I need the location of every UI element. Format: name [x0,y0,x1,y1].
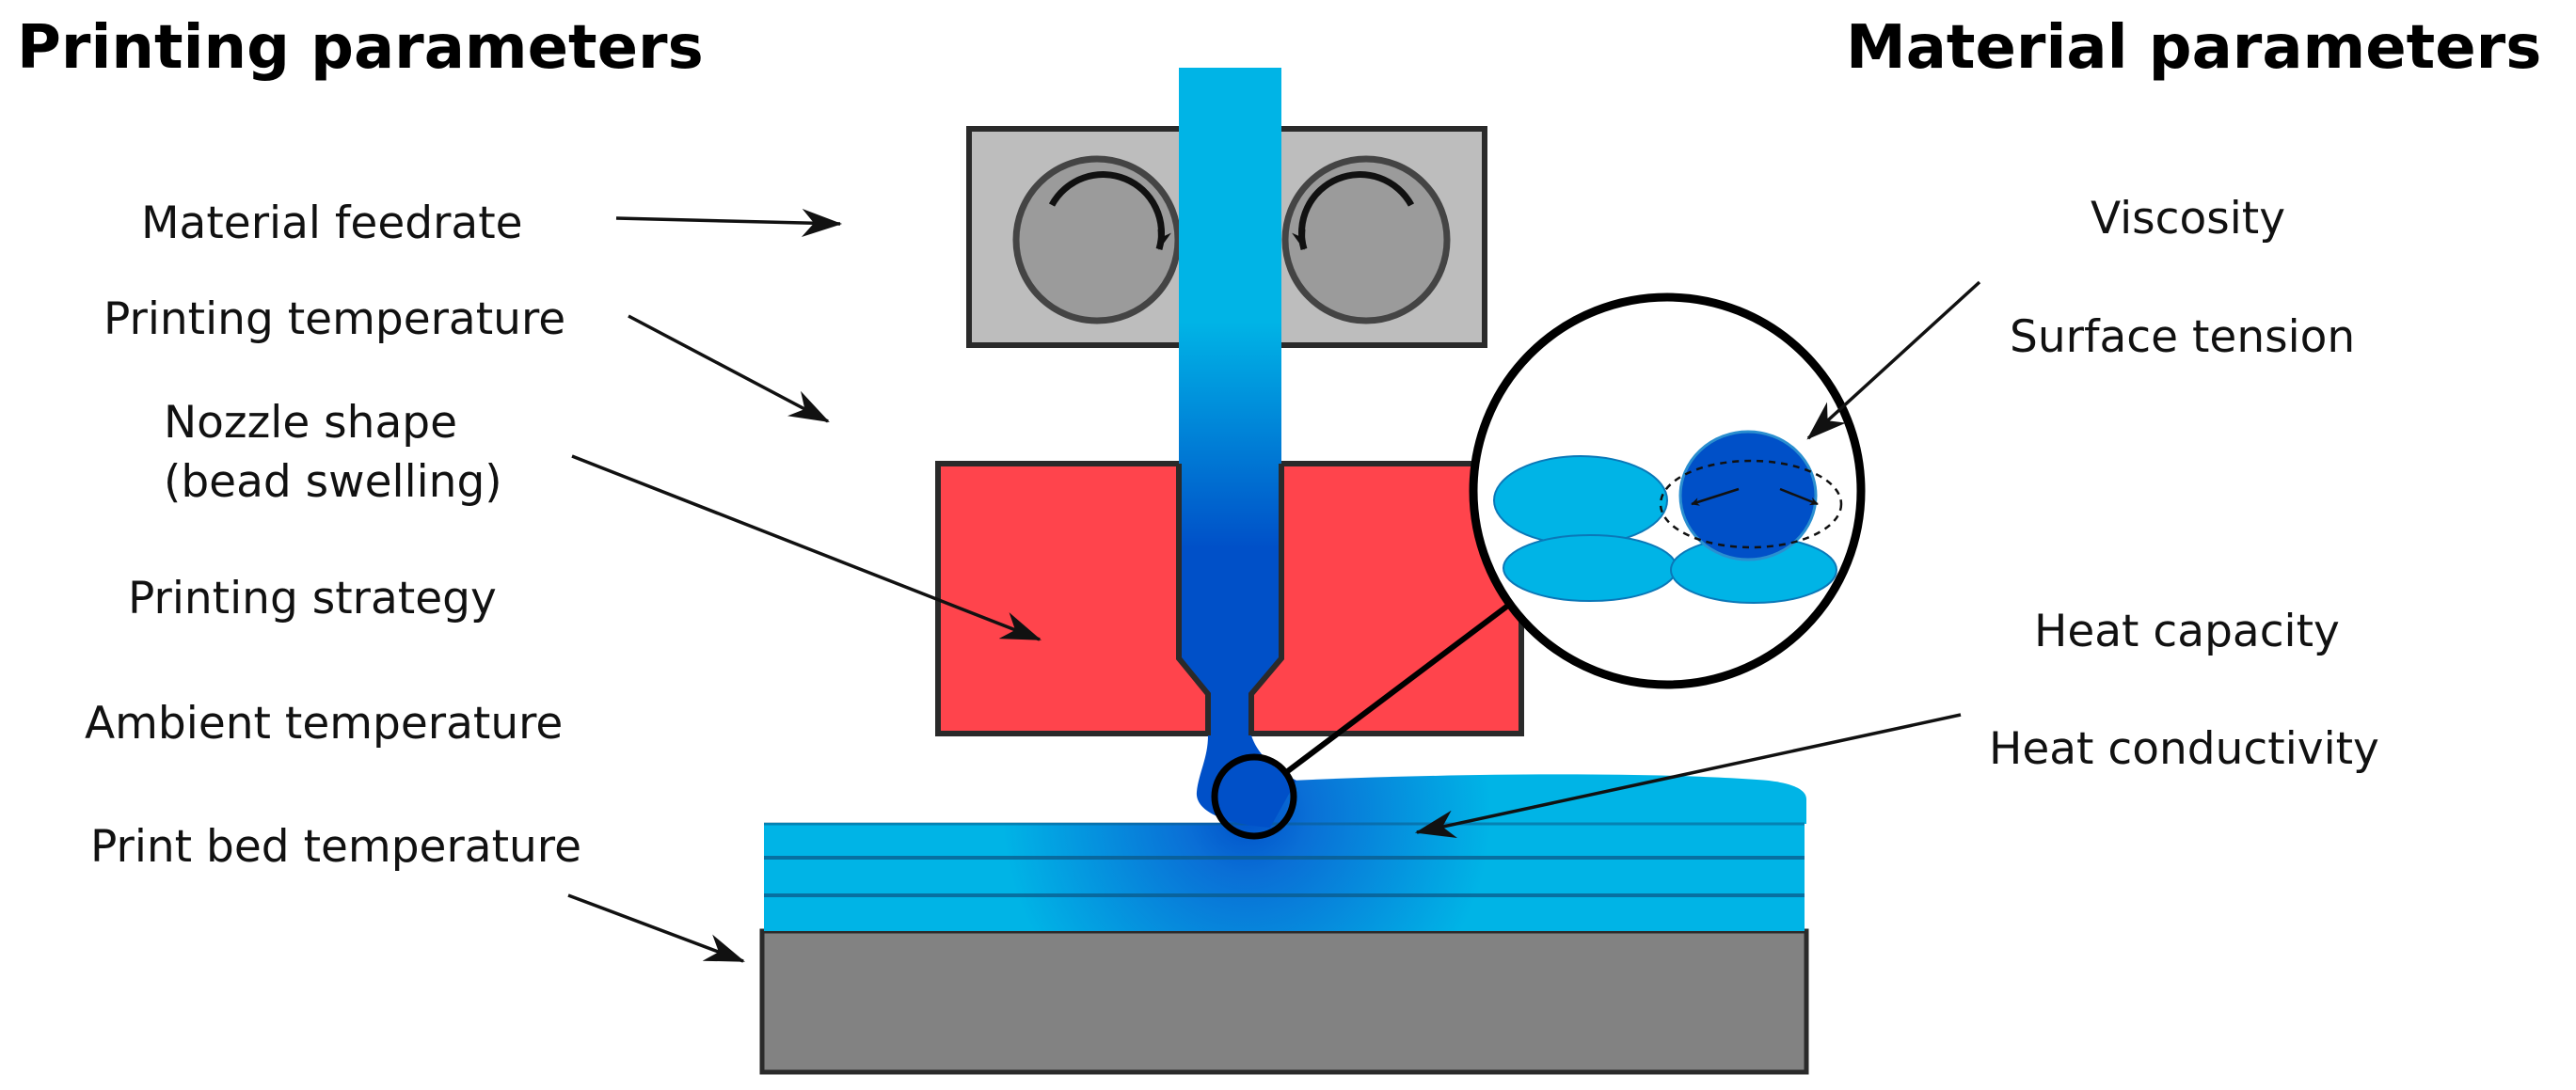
printed-layers [764,774,1806,931]
arrow-surface-tension [1806,280,1981,440]
label-printing-strategy: Printing strategy [128,573,497,624]
nozzle-outline [1176,464,1284,735]
arrow-print-bed-temperature [567,893,746,963]
arrow-heat-conductivity [1414,713,1962,839]
label-heat-capacity: Heat capacity [2034,606,2340,657]
bead-lower-left [1503,534,1678,602]
label-nozzle-shape: Nozzle shape [164,397,457,449]
zoom-connector [1283,599,1515,776]
arrow-nozzle-shape [571,454,1042,641]
arrow-printing-temperature [628,314,830,423]
label-material-feedrate: Material feedrate [141,197,523,249]
clockwise-arrow-icon [1048,171,1171,251]
arrow-material-feedrate [615,208,843,237]
label-surface-tension: Surface tension [2010,311,2355,363]
roller-left [1012,155,1182,324]
swell-arrow-left [1691,487,1740,506]
label-printing-temperature: Printing temperature [103,293,565,345]
printing-parameters-heading: Printing parameters [17,13,704,83]
label-bead-swelling: (bead swelling) [164,456,502,508]
material-parameters-heading: Material parameters [1846,13,2541,83]
label-heat-conductivity: Heat conductivity [1989,723,2379,775]
label-viscosity: Viscosity [2091,193,2285,245]
zoom-marker [1211,753,1297,840]
extruded-bead [1196,735,1296,828]
counterclockwise-arrow-icon [1292,171,1415,251]
bead-swelling-outline [1659,459,1843,549]
swell-arrow-right [1779,487,1819,506]
zoom-view [1469,292,1866,689]
print-bed [759,928,1809,1075]
bead-upper-left [1493,455,1668,545]
label-print-bed-temperature: Print bed temperature [90,821,581,873]
label-ambient-temperature: Ambient temperature [85,698,563,750]
filament [1179,68,1281,735]
roller-right [1281,155,1451,324]
